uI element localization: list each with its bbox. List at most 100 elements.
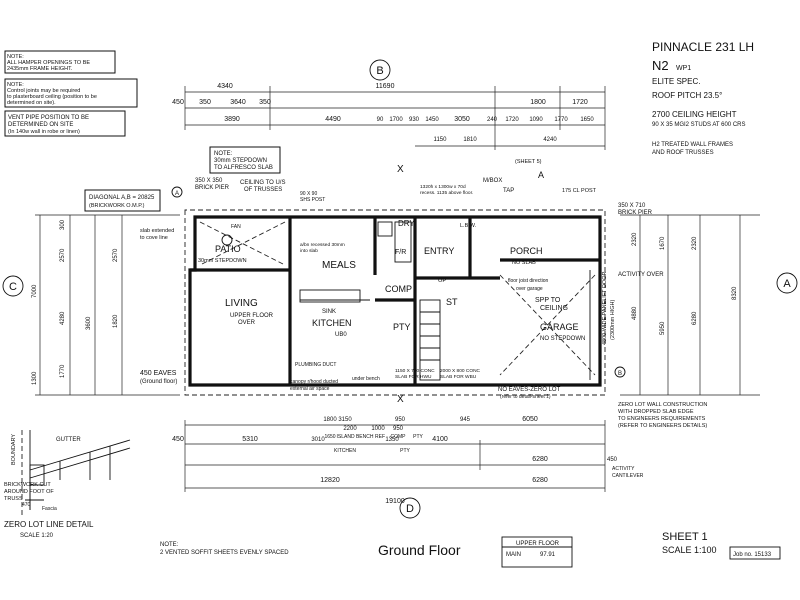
main-label: MAIN: [506, 552, 521, 558]
spp-ceiling: CEILING: [540, 305, 568, 312]
room-patio: PATIO: [215, 244, 241, 254]
top-dim-r4-2: 4240: [543, 137, 557, 143]
garage-door-2: (2300mm HIGH): [610, 299, 616, 340]
top-dim-r1-3: 1720: [572, 99, 588, 106]
grid-marker-right: A: [776, 272, 798, 294]
right-dim-6: 6280: [692, 311, 698, 325]
over-garage: over garage: [516, 286, 543, 292]
bottom-dim-r2-4: 4100: [432, 436, 448, 443]
stepdown-line1: 30mm STEPDOWN: [214, 158, 267, 164]
left-dim-6: 1770: [60, 364, 66, 378]
room-kitchen: KITCHEN: [312, 318, 352, 328]
house-code-sub: WP1: [676, 65, 691, 72]
note-stepdown: NOTE: 30mm STEPDOWN TO ALFRESCO SLAB: [209, 146, 281, 174]
note1-title: NOTE:: [7, 54, 24, 60]
bottom-dim-r2b-0: KITCHEN: [334, 448, 356, 454]
main-value: 97.91: [540, 552, 556, 558]
left-dimensions: 300 2570 4280 3600 1770 7000 2570 1820 1…: [32, 214, 180, 396]
left-dim-11: 2570: [113, 248, 119, 262]
room-garage: GARAGE: [540, 322, 579, 332]
top-dim-r2-1: 350: [199, 99, 211, 106]
under-bench: under bench: [352, 376, 380, 382]
brick-pier-right-2: BRICK PIER: [618, 210, 653, 216]
bottom-dim-r1b-3: COMP: [391, 434, 407, 440]
room-upper-over: UPPER FLOOR: [230, 313, 274, 319]
grid-marker-left-label: C: [9, 281, 17, 293]
detail-title: ZERO LOT LINE DETAIL: [4, 520, 94, 529]
conc-slab-1: 1150 X 700 CONC: [395, 368, 435, 374]
bottom-dim-r1-4: 1000: [371, 426, 385, 432]
right-dimensions: 2320 8320 1670 4880 5950 6280 2320: [620, 214, 760, 396]
top-dim-r1-2: 1800: [530, 99, 546, 106]
bottom-dim-r1b-0: 1650: [324, 434, 335, 440]
note3-line1: VENT PIPE POSITION TO BE: [8, 115, 89, 121]
bottom-dim-r1-0: 1800: [323, 417, 337, 423]
detail-fascia: Fascia: [42, 506, 57, 512]
bottom-dim-r1-1: 3150: [338, 417, 352, 423]
bottom-dimensions: 3150 2200 1000 950 945 6050 1800 950 165…: [172, 416, 644, 505]
plumbing-duct: PLUMBING DUCT: [295, 362, 336, 368]
bottom-dim-r3-0: 12820: [320, 477, 340, 484]
left-dim-4: 3600: [86, 316, 92, 330]
conc-slab-2: SLAB FOR HWU: [395, 374, 432, 380]
lbw: L.B.W.: [460, 223, 477, 229]
left-dim-8: 7000: [32, 284, 38, 298]
grid-marker-bottom-label: D: [406, 503, 414, 515]
cl-post: 175 CL POST: [562, 188, 597, 194]
mech-note-2: recess. 1135 above floor.: [420, 190, 473, 196]
left-dim-13: 1300: [32, 371, 38, 385]
footer: NOTE: 2 VENTED SOFFIT SHEETS EVENLY SPAC…: [160, 531, 781, 568]
treated-frames: H2 TREATED WALL FRAMES: [652, 142, 733, 148]
bottom-note-title: NOTE:: [160, 542, 179, 548]
plan-title: Ground Floor: [378, 542, 461, 558]
roof-pitch: ROOF PITCH 23.5°: [652, 91, 722, 100]
sheet-number: SHEET 1: [662, 531, 708, 543]
room-porch-sub: NO SLAB: [512, 260, 536, 266]
note2-line2: to plasterboard ceiling (position to be: [7, 94, 97, 100]
note3-line3: (In 140w wall in robe or linen): [8, 129, 80, 135]
top-dim-r3-1: 4490: [325, 116, 341, 123]
grid-marker-top-label: B: [376, 65, 383, 77]
brick-pier: 350 X 350: [195, 178, 223, 184]
section-a: A: [538, 170, 544, 180]
left-dim-1: 2570: [60, 248, 66, 262]
note2-line3: determined on site).: [7, 100, 56, 106]
bottom-dim-r4-0: 19100: [385, 498, 405, 505]
right-dim-0: 2320: [632, 232, 638, 246]
zero-lot-detail: GUTTER BOUNDARY BRICKWORK CUT AROUND FOO…: [4, 430, 131, 539]
diagonal-line1: DIAGONAL A,B = 20825: [89, 195, 155, 201]
slab-ext-2: to cove line: [140, 235, 168, 241]
garage-door: 4800 WIDE PANELIFT DOOR: [602, 272, 608, 345]
bottom-dim-r1-5: 950: [393, 426, 404, 432]
detail-boundary: BOUNDARY: [11, 434, 17, 465]
right-dim-5: 5950: [660, 321, 666, 335]
detail-470: 470: [22, 502, 31, 508]
bottom-dim-r2-3: 1350: [385, 437, 399, 443]
bottom-dim-r1-2: 950: [395, 417, 406, 423]
meals-note-2: into slab: [300, 248, 318, 254]
top-dim-r3-4: 930: [409, 117, 420, 123]
bottom-dim-r2b-1: PTY: [400, 448, 410, 454]
title-block: PINNACLE 231 LH N2 WP1 ELITE SPEC. ROOF …: [652, 40, 754, 156]
note-hamper-openings: NOTE: ALL HAMPER OPENINGS TO BE 2435mm F…: [4, 50, 116, 74]
room-fr: F/R: [395, 249, 406, 256]
eaves: 450 EAVES: [140, 370, 177, 377]
room-living: LIVING: [225, 298, 258, 309]
room-meals: MEALS: [322, 260, 356, 271]
brick-pier-right: 350 X 710: [618, 203, 646, 209]
diagonal-line2: (BRICKWORK O.M.P.): [89, 203, 145, 209]
sheet5: (SHEET 5): [515, 159, 542, 165]
right-dim-4: 4880: [632, 306, 638, 320]
top-dim-r3-6: 3050: [454, 116, 470, 123]
room-garage-sub: NO STEPDOWN: [540, 336, 585, 342]
grid-marker-bottom: D: [399, 497, 421, 519]
left-dim-3: 4280: [60, 311, 66, 325]
bottom-dim-r2-2: 3010: [311, 437, 325, 443]
top-dim-r2-3: 350: [259, 99, 271, 106]
plan-annotations: 350 X 350 BRICK PIER CEILING TO U/S OF T…: [140, 159, 707, 429]
stepdown-line2: TO ALFRESCO SLAB: [214, 165, 273, 171]
point-a-marker: A: [175, 191, 179, 197]
no-eaves: NO EAVES-ZERO LOT: [498, 387, 561, 393]
point-b-marker: B: [618, 371, 622, 377]
top-dim-r3-2: 90: [377, 117, 384, 123]
